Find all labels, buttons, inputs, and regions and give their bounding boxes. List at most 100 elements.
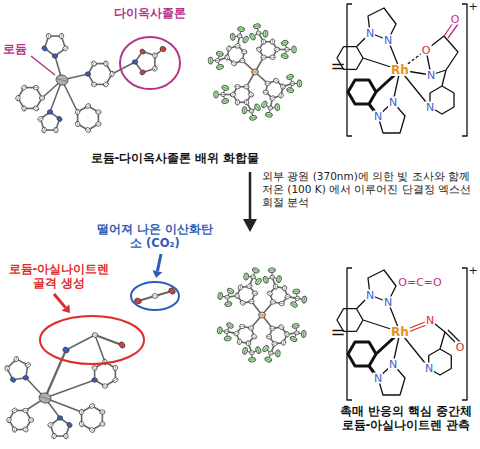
ellipsoid-axis [216, 53, 223, 55]
atom-ellipsoid [58, 33, 64, 40]
atom-ellipsoid [10, 376, 17, 383]
atom-ellipsoid [234, 293, 240, 299]
atom-ellipsoid [248, 91, 255, 98]
ellipsoid-axis [224, 331, 229, 332]
atom-ellipsoid [214, 91, 219, 98]
atom-ellipsoid [96, 122, 101, 126]
structure-caption: 로듐-다이옥사졸론 배위 화합물 [80, 151, 270, 165]
atom-ellipsoid [216, 64, 224, 71]
atom-ellipsoid [221, 84, 229, 91]
highlight-region: 로듐-아실나이트렌 골격 생성 [4, 262, 154, 372]
ellipsoid-axis [135, 300, 141, 302]
atom-ellipsoid [254, 277, 262, 286]
atom-ellipsoid [233, 330, 240, 337]
region-label: 다이옥사졸론 [95, 6, 205, 21]
ellipsoid-axis [81, 409, 83, 414]
atom-ellipsoid [85, 127, 92, 134]
ellipsoid-axis [63, 348, 69, 351]
condition-note: 외부 광원 (370nm)에 의한 빛 조사와 함께 저온 (100 K) 에서… [262, 170, 472, 209]
atom-ellipsoid [263, 90, 269, 95]
ellipsoid-axis [60, 34, 62, 39]
atom-ellipsoid [46, 33, 52, 39]
ellipsoid-axis [268, 292, 272, 295]
ellipsoid-axis [249, 93, 253, 96]
atom-ellipsoid [270, 55, 276, 60]
highlight-region: 다이옥사졸론 [95, 6, 205, 98]
atom-ellipsoid [284, 293, 291, 300]
atom-ellipsoid [281, 285, 287, 292]
atom-ellipsoid [284, 331, 290, 337]
ellipsoid-axis [102, 385, 107, 386]
bond [45, 380, 95, 398]
atom-ellipsoid [51, 433, 57, 440]
leader-line [31, 56, 55, 75]
ellipsoid-axis [263, 346, 268, 351]
reaction-arrow [249, 172, 252, 220]
atom-ellipsoid [139, 48, 146, 55]
atom-ellipsoid [224, 330, 229, 334]
ellipsoid-axis [104, 83, 109, 86]
ellipsoid-axis [294, 332, 299, 333]
atom-ellipsoid [255, 346, 262, 354]
atom-ellipsoid [159, 46, 166, 53]
ellipsoid-axis [222, 87, 229, 89]
ellipsoid-axis [238, 28, 245, 29]
atom-ellipsoid [249, 109, 254, 113]
bond [95, 335, 122, 345]
ellipsoid-axis [242, 51, 247, 52]
ellipsoid-axis [244, 107, 246, 114]
atom-ellipsoid [38, 392, 52, 405]
ellipsoid-axis [111, 71, 113, 76]
ellipsoid-axis [222, 100, 229, 102]
atom-ellipsoid [132, 60, 137, 64]
ellipsoid-axis [295, 298, 300, 299]
atom-label: N [383, 297, 393, 308]
ellipsoid-axis [86, 105, 91, 108]
ellipsoid-axis [281, 55, 288, 57]
equals-sign: = [330, 321, 345, 344]
ellipsoid-axis [92, 380, 97, 381]
ellipsoid-axis [42, 47, 46, 50]
atom-ellipsoid [249, 299, 254, 303]
charge-sign: + [468, 0, 477, 14]
ellipsoid-axis [253, 25, 260, 27]
ellipsoid-axis [160, 48, 166, 50]
ellipsoid-axis [39, 98, 44, 99]
atom-ellipsoid [52, 54, 57, 58]
ellipsoid-axis [245, 273, 246, 280]
atom-ellipsoid [4, 365, 10, 371]
ellipsoid-axis [227, 324, 233, 327]
ellipsoid-axis [22, 86, 27, 89]
ellipsoid-axis [23, 377, 28, 378]
ellipsoid-axis [259, 315, 266, 316]
atom-label: Rh [390, 64, 410, 76]
ellipsoid-axis [280, 93, 282, 98]
atom-ellipsoid [139, 69, 146, 76]
atom-ellipsoid [11, 407, 18, 414]
atom-ellipsoid [217, 292, 223, 300]
bond-layer [7, 26, 304, 436]
atom-ellipsoid [224, 301, 232, 307]
ellipsoid-axis [113, 379, 118, 382]
atom-ellipsoid [89, 403, 96, 410]
atom-ellipsoid [55, 74, 69, 87]
ellipsoid-axis [47, 112, 52, 113]
atom-ellipsoid [270, 275, 275, 279]
atom-ellipsoid [24, 362, 31, 369]
atom-ellipsoid [234, 99, 240, 106]
atom-ellipsoid [225, 295, 230, 299]
atom-ellipsoid [15, 95, 21, 102]
ellipsoid-axis [275, 284, 276, 289]
bond [112, 62, 135, 74]
atom-ellipsoid [279, 301, 285, 306]
ellipsoid-axis [57, 117, 61, 120]
ellipsoid-axis [275, 48, 280, 51]
atom-ellipsoid [23, 376, 28, 380]
atom-ellipsoid [273, 283, 279, 289]
ellipsoid-axis [252, 293, 257, 294]
ellipsoid-axis [216, 91, 217, 98]
ellipsoid-axis [251, 276, 256, 277]
ellipsoid-axis [279, 303, 284, 304]
ellipsoid-axis [86, 128, 90, 131]
atom-label: O [455, 342, 466, 353]
